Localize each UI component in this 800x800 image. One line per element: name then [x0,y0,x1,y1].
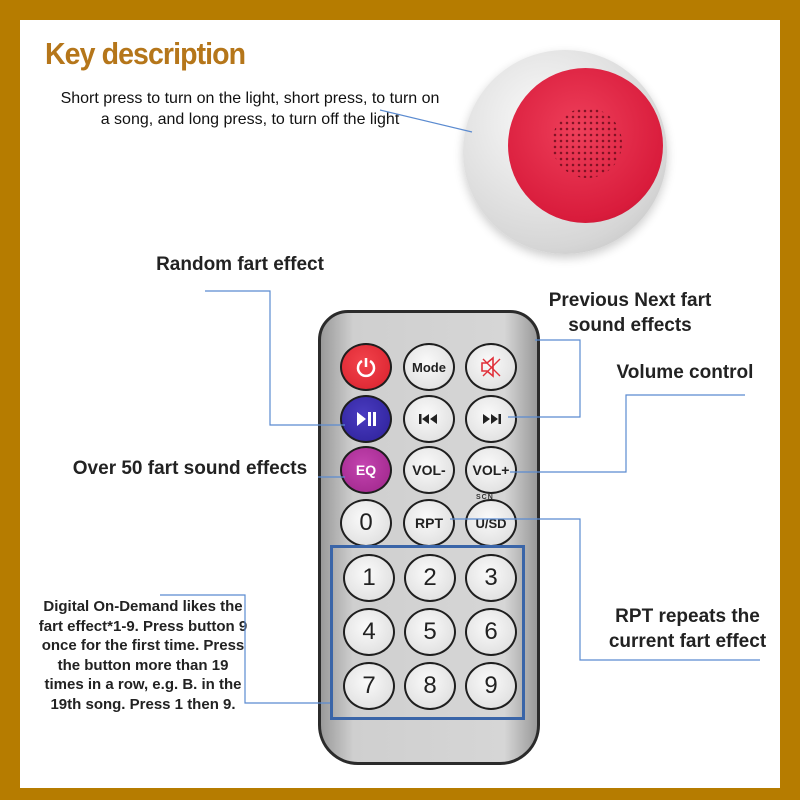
play-pause-icon [357,412,376,426]
label-random: Random fart effect [156,254,324,275]
callout-random [205,290,345,426]
number-button-9[interactable]: 9 [465,662,517,710]
mute-icon [481,356,501,378]
speaker-grille [552,108,622,178]
next-icon [483,414,501,424]
number-button-2[interactable]: 2 [404,554,456,602]
mute-button[interactable] [465,343,517,391]
callout-digital [160,594,330,704]
vol-minus-button[interactable]: VOL- [403,446,455,494]
callout-volume [510,394,745,473]
number-button-1[interactable]: 1 [343,554,395,602]
label-digital: Digital On-Demand likes the fart effect*… [38,598,248,713]
number-button-8[interactable]: 8 [404,662,456,710]
callout-speaker [379,109,473,133]
page-title: Key description [45,36,246,71]
eq-button[interactable]: EQ [340,446,392,494]
mode-button[interactable]: Mode [403,343,455,391]
scn-label: SCN [476,494,494,501]
number-pad-highlight [330,545,525,720]
callout-rpt [450,518,760,661]
vol-plus-button[interactable]: VOL+ [465,446,517,494]
number-button-3[interactable]: 3 [465,554,517,602]
number-button-6[interactable]: 6 [465,608,517,656]
play-pause-button[interactable] [340,395,392,443]
number-button-7[interactable]: 7 [343,662,395,710]
previous-button[interactable] [403,395,455,443]
label-prev-next: Previous Next fart sound effects [548,290,712,336]
number-button-5[interactable]: 5 [404,608,456,656]
power-icon [356,358,376,378]
number-button-4[interactable]: 4 [343,608,395,656]
label-volume: Volume control [616,362,754,383]
next-button[interactable] [465,395,517,443]
previous-icon [419,414,437,424]
label-over50: Over 50 fart sound effects [72,458,308,479]
speaker-description: Short press to turn on the light, short … [60,90,440,128]
callout-prev-next [508,339,581,418]
power-button[interactable] [340,343,392,391]
label-rpt: RPT repeats the current fart effect [608,606,767,652]
